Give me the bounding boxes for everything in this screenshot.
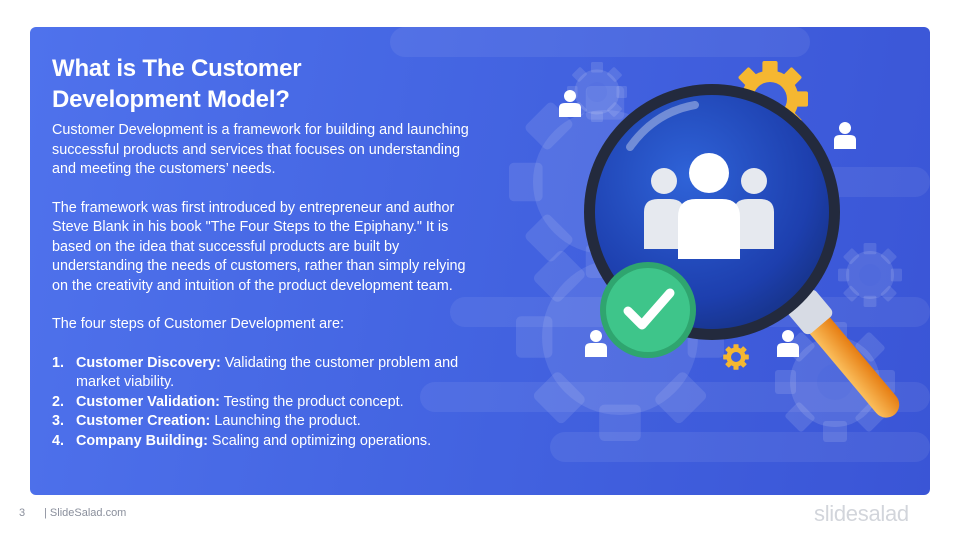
step-item: 4. Company Building: Scaling and optimizi… bbox=[52, 432, 482, 452]
steps-intro: The four steps of Customer Development a… bbox=[52, 316, 344, 332]
intro-paragraph: Customer Development is a framework for … bbox=[52, 122, 469, 177]
gear-icon bbox=[838, 243, 902, 307]
gear-icon bbox=[723, 344, 749, 370]
step-description: Scaling and optimizing operations. bbox=[207, 432, 432, 449]
title-line-1: What is The Customer bbox=[52, 55, 302, 82]
text-column: What is The Customer Development Model? … bbox=[52, 53, 482, 451]
step-number: 4. bbox=[52, 432, 65, 449]
step-description: Launching the product. bbox=[210, 413, 361, 429]
person-icon bbox=[834, 122, 856, 149]
gear-icon bbox=[567, 62, 627, 122]
footer-site: | SlideSalad.com bbox=[44, 507, 127, 519]
step-item: 2. Customer Validation: Testing the produ… bbox=[52, 393, 482, 413]
step-name: Customer Validation: bbox=[76, 393, 220, 410]
step-description: Testing the product concept. bbox=[219, 393, 404, 410]
step-number: 3. bbox=[52, 413, 65, 429]
decor-pill bbox=[390, 27, 810, 57]
step-name: Company Building: bbox=[76, 432, 208, 449]
slide-card: What is The Customer Development Model? … bbox=[30, 27, 930, 495]
slide-title: What is The Customer Development Model? bbox=[52, 53, 482, 115]
person-icon bbox=[777, 330, 799, 357]
step-description: Validating the customer problem and mark… bbox=[76, 354, 459, 391]
history-paragraph: The framework was first introduced by en… bbox=[52, 199, 466, 294]
user-group-icon bbox=[644, 153, 774, 259]
customer-research-illustration bbox=[509, 61, 902, 442]
step-name: Customer Discovery: bbox=[76, 354, 221, 371]
step-name: Customer Creation: bbox=[76, 413, 211, 429]
brand-logo: slidesalad bbox=[814, 501, 909, 526]
step-number: 1. bbox=[52, 354, 65, 371]
step-item: 3. Customer Creation: Launching the produ… bbox=[52, 412, 482, 432]
title-line-2: Development Model? bbox=[52, 86, 290, 113]
step-item: 1. Customer Discovery: Validating the cus… bbox=[52, 354, 482, 393]
page-number: 3 bbox=[19, 507, 26, 519]
steps-list: 1. Customer Discovery: Validating the cus… bbox=[52, 354, 482, 452]
step-number: 2. bbox=[52, 393, 65, 410]
checkmark-icon bbox=[600, 262, 696, 358]
